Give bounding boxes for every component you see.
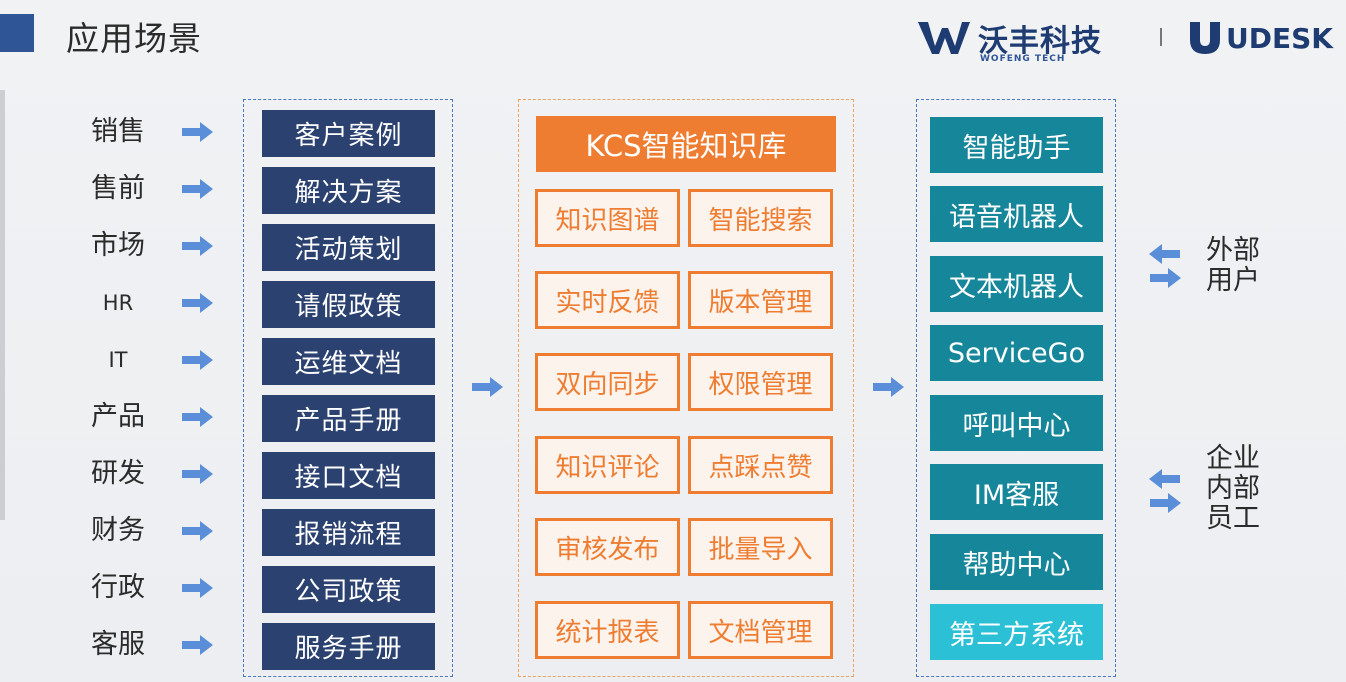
arrow-right-icon [1148, 267, 1182, 289]
scenario-label: 产品 [91, 401, 145, 432]
channel-box: 智能助手 [930, 117, 1103, 173]
kcs-feature: 文档管理 [688, 601, 833, 659]
scenario-label: 客服 [91, 629, 145, 660]
arrow-right-icon [470, 376, 504, 398]
scenario-label: 财务 [91, 515, 145, 546]
kcs-feature: 智能搜索 [688, 189, 833, 247]
channel-box: 语音机器人 [930, 186, 1103, 242]
internal-users-line: 员工 [1206, 503, 1260, 534]
wofeng-logo: 沃丰科技 WOFENG TECH [918, 16, 1138, 66]
kcs-feature: 双向同步 [535, 353, 680, 411]
arrow-right-icon [180, 235, 214, 257]
kcs-feature: 批量导入 [688, 518, 833, 576]
channel-box: 文本机器人 [930, 256, 1103, 312]
kcs-feature: 知识评论 [535, 436, 680, 494]
kcs-feature: 权限管理 [688, 353, 833, 411]
documents-group [243, 99, 453, 677]
internal-users-line: 内部 [1206, 473, 1260, 504]
external-users-line: 外部 [1206, 235, 1260, 266]
logo-separator [1160, 28, 1162, 46]
document-box: 服务手册 [262, 623, 435, 670]
external-users-line: 用户 [1206, 265, 1260, 296]
scenario-label: 市场 [91, 230, 145, 261]
arrow-right-icon [180, 349, 214, 371]
arrow-right-icon [180, 121, 214, 143]
document-box: 请假政策 [262, 281, 435, 328]
wofeng-name: 沃丰科技 [978, 24, 1102, 59]
document-box: 运维文档 [262, 338, 435, 385]
wofeng-subtitle: WOFENG TECH [980, 54, 1066, 64]
document-box: 公司政策 [262, 566, 435, 613]
document-box: 活动策划 [262, 224, 435, 271]
arrow-left-icon [1148, 243, 1182, 265]
title-accent-bar [0, 14, 34, 52]
kcs-feature: 实时反馈 [535, 271, 680, 329]
arrow-right-icon [180, 634, 214, 656]
kcs-feature: 版本管理 [688, 271, 833, 329]
channel-box: 第三方系统 [930, 604, 1103, 660]
internal-users-label: 企业 内部 员工 [1206, 444, 1260, 534]
scenario-label: 售前 [91, 173, 145, 204]
arrow-right-icon [871, 376, 905, 398]
udesk-shield-icon [1190, 22, 1220, 54]
udesk-logo: UDESK [1188, 18, 1338, 62]
kcs-feature: 点踩点赞 [688, 436, 833, 494]
scenario-label: 研发 [91, 458, 145, 489]
document-box: 客户案例 [262, 110, 435, 157]
scenario-label: HR [102, 291, 134, 315]
kcs-title: KCS智能知识库 [536, 116, 836, 172]
kcs-feature: 统计报表 [535, 601, 680, 659]
document-box: 产品手册 [262, 395, 435, 442]
udesk-name: UDESK [1226, 22, 1333, 55]
scenario-label: 销售 [91, 116, 145, 147]
arrow-right-icon [180, 178, 214, 200]
arrow-right-icon [180, 292, 214, 314]
kcs-feature: 知识图谱 [535, 189, 680, 247]
channel-box: IM客服 [930, 464, 1103, 520]
arrow-left-icon [1148, 468, 1182, 490]
channel-box: ServiceGo [930, 325, 1103, 381]
wofeng-w-icon [918, 22, 970, 54]
kcs-group [518, 99, 854, 677]
channels-group [916, 99, 1116, 677]
arrow-right-icon [1148, 492, 1182, 514]
scenario-label: 行政 [91, 572, 145, 603]
left-edge-shadow [0, 90, 5, 520]
external-users-label: 外部 用户 [1206, 236, 1260, 296]
arrow-right-icon [180, 463, 214, 485]
scenario-label: IT [108, 348, 128, 372]
document-box: 接口文档 [262, 452, 435, 499]
channel-box: 呼叫中心 [930, 395, 1103, 451]
page-title: 应用场景 [66, 19, 202, 58]
internal-users-line: 企业 [1206, 443, 1260, 474]
document-box: 解决方案 [262, 167, 435, 214]
arrow-right-icon [180, 577, 214, 599]
arrow-right-icon [180, 520, 214, 542]
kcs-feature: 审核发布 [535, 518, 680, 576]
arrow-right-icon [180, 406, 214, 428]
document-box: 报销流程 [262, 509, 435, 556]
channel-box: 帮助中心 [930, 534, 1103, 590]
